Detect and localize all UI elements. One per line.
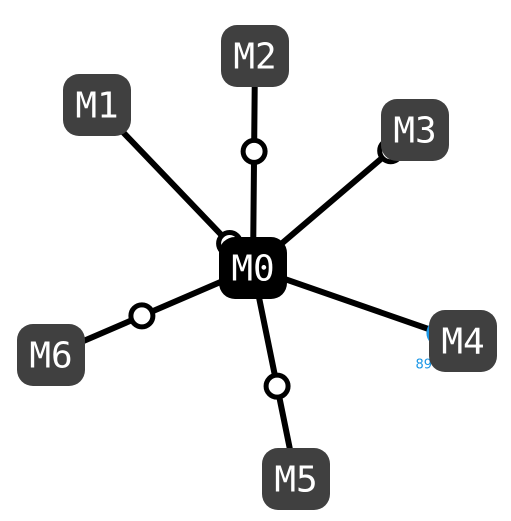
node-m3[interactable]: M3	[381, 99, 449, 161]
node-label: M4	[441, 322, 484, 363]
node-label: M2	[233, 37, 276, 78]
node-box	[262, 448, 330, 510]
node-box	[17, 324, 85, 386]
node-label: M0	[231, 249, 274, 290]
node-m5[interactable]: M5	[262, 448, 330, 510]
edge-handle-m5[interactable]	[263, 372, 291, 400]
node-box	[219, 237, 287, 299]
node-m2[interactable]: M2	[221, 25, 289, 87]
edge-handle-m6[interactable]	[128, 302, 156, 330]
node-m6[interactable]: M6	[17, 324, 85, 386]
edge-handle-m2[interactable]	[240, 137, 268, 165]
node-box	[381, 99, 449, 161]
hub-node-m0[interactable]: M0	[219, 237, 287, 299]
node-m4[interactable]: M4	[429, 310, 497, 372]
node-label: M6	[29, 336, 72, 377]
node-box	[221, 25, 289, 87]
node-m1[interactable]: M1	[63, 74, 131, 136]
handles-layer: 89%	[128, 137, 454, 400]
node-box	[429, 310, 497, 372]
node-label: M1	[75, 86, 118, 127]
node-label: M5	[274, 460, 317, 501]
node-label: M3	[393, 111, 436, 152]
node-box	[63, 74, 131, 136]
